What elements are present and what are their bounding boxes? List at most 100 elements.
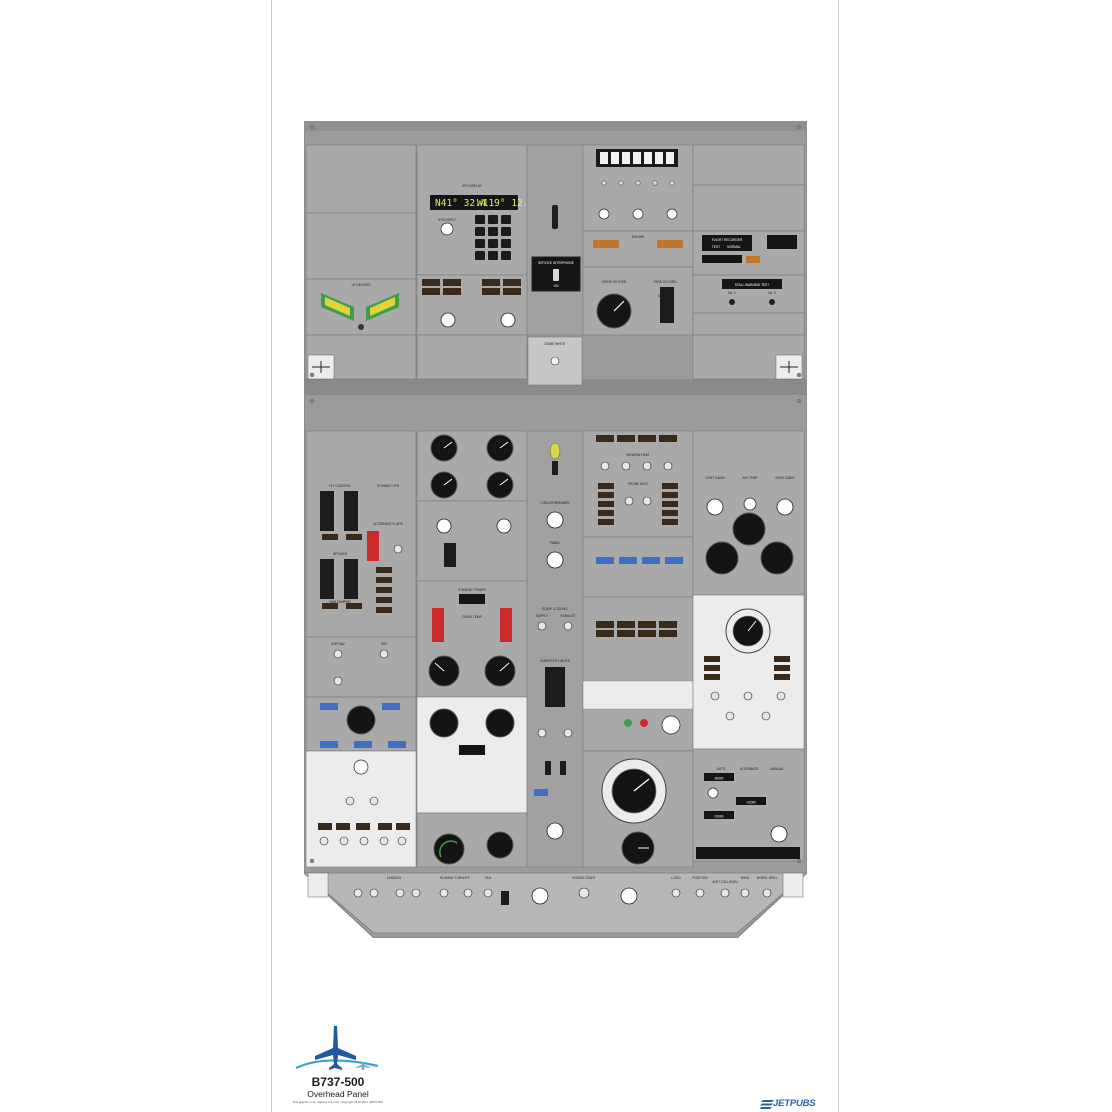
- wiper-selector[interactable]: [546, 822, 564, 840]
- dc-meter-selector[interactable]: [436, 518, 452, 534]
- bleed-switch[interactable]: [743, 691, 753, 701]
- irs-keypad-key[interactable]: [501, 215, 511, 224]
- test-selector-knob[interactable]: [666, 208, 678, 220]
- light-switch[interactable]: [720, 888, 730, 898]
- irs-keypad-key[interactable]: [488, 251, 498, 260]
- light-switch[interactable]: [740, 888, 750, 898]
- vhf-nav-switch[interactable]: [333, 649, 343, 659]
- irs-keypad-key[interactable]: [488, 239, 498, 248]
- light-switch[interactable]: [463, 888, 473, 898]
- window-heat-switch[interactable]: [642, 461, 652, 471]
- blank-module: [305, 212, 417, 280]
- circuit-breaker-dimmer[interactable]: [546, 511, 564, 529]
- sys-dsply-knob[interactable]: [440, 222, 454, 236]
- le-test-knob[interactable]: [358, 324, 364, 330]
- grd-call-button[interactable]: [560, 761, 566, 775]
- standby-power-switch[interactable]: [459, 594, 485, 604]
- apu-switch[interactable]: [501, 891, 509, 905]
- irs-keypad-key[interactable]: [475, 239, 485, 248]
- test-selector-knob[interactable]: [598, 208, 610, 220]
- pressurization-mode-selector[interactable]: [770, 825, 788, 843]
- window-heat-switch[interactable]: [621, 461, 631, 471]
- light-switch[interactable]: [369, 888, 379, 898]
- fuel-pump-switch[interactable]: [369, 796, 379, 806]
- light-switch[interactable]: [762, 888, 772, 898]
- rain-repellent-switch[interactable]: [552, 461, 558, 475]
- ignition-select-switch[interactable]: [578, 887, 590, 899]
- stall-warning-no1-button[interactable]: [729, 299, 735, 305]
- window-heat-switch[interactable]: [600, 461, 610, 471]
- air-temp-selector[interactable]: [743, 497, 757, 511]
- ac-meter-selector[interactable]: [496, 518, 512, 534]
- service-toggle[interactable]: [552, 205, 558, 229]
- light-switch[interactable]: [671, 888, 681, 898]
- window-heat-switch[interactable]: [663, 461, 673, 471]
- service-interphone-switch[interactable]: [553, 269, 559, 281]
- flight-recorder-switch[interactable]: [702, 255, 742, 263]
- irs-keypad-key[interactable]: [475, 251, 485, 260]
- irs-keypad[interactable]: [475, 215, 511, 260]
- pass-oxygen-switch[interactable]: [660, 287, 674, 323]
- alternate-flaps-switch[interactable]: [393, 544, 403, 554]
- flt-control-b-switch[interactable]: [344, 491, 358, 531]
- irs-right-mode-selector[interactable]: [500, 312, 516, 328]
- test-selector-knob[interactable]: [632, 208, 644, 220]
- light-switch[interactable]: [695, 888, 705, 898]
- flt-control-a-switch[interactable]: [320, 491, 334, 531]
- fuel-pump-switch[interactable]: [345, 796, 355, 806]
- engine-start-2-selector[interactable]: [620, 887, 638, 905]
- bleed-switch[interactable]: [725, 711, 735, 721]
- irs-keypad-key[interactable]: [475, 215, 485, 224]
- light-switch[interactable]: [483, 888, 493, 898]
- spoiler-a-switch[interactable]: [320, 559, 334, 599]
- irs-keypad-key[interactable]: [501, 251, 511, 260]
- probe-heat-b-switch[interactable]: [642, 496, 652, 506]
- battery-switch[interactable]: [444, 543, 456, 567]
- fuel-pump-switch[interactable]: [379, 836, 389, 846]
- pass-cabin-selector[interactable]: [776, 498, 794, 516]
- panel-light-dimmer[interactable]: [546, 551, 564, 569]
- irs-left-mode-selector[interactable]: [440, 312, 456, 328]
- fasten-belts-switch[interactable]: [563, 728, 573, 738]
- stall-no2-label: No. 2: [768, 291, 776, 295]
- generator-drive-1-guard[interactable]: [432, 608, 444, 642]
- crossfeed-selector[interactable]: [353, 759, 369, 775]
- attend-button[interactable]: [545, 761, 551, 775]
- cont-cabin-selector[interactable]: [706, 498, 724, 516]
- irs-keypad-key[interactable]: [475, 227, 485, 236]
- equip-exhaust-switch[interactable]: [563, 621, 573, 631]
- alternate-flaps-guard[interactable]: [367, 531, 379, 561]
- spoiler-b-switch[interactable]: [344, 559, 358, 599]
- stall-warning-no2-button[interactable]: [769, 299, 775, 305]
- fuel-pump-switch[interactable]: [339, 836, 349, 846]
- bleed-switch[interactable]: [710, 691, 720, 701]
- irs-transfer-switch[interactable]: [379, 649, 389, 659]
- light-switch[interactable]: [395, 888, 405, 898]
- fuel-pump-switch[interactable]: [319, 836, 329, 846]
- taxi-label: TAXI: [485, 876, 492, 880]
- fuel-pump-switch[interactable]: [359, 836, 369, 846]
- dome-white-switch[interactable]: [550, 356, 560, 366]
- bleed-switch[interactable]: [776, 691, 786, 701]
- fuel-pump-switch[interactable]: [397, 836, 407, 846]
- emer-exit-lights-switch[interactable]: [545, 667, 565, 707]
- bleed-switch[interactable]: [761, 711, 771, 721]
- irs-keypad-key[interactable]: [501, 239, 511, 248]
- bus-transfer-switch[interactable]: [459, 745, 485, 755]
- light-switch[interactable]: [411, 888, 421, 898]
- probe-heat-annunciator: [662, 501, 678, 507]
- generator-drive-2-guard[interactable]: [500, 608, 512, 642]
- engine-start-1-selector[interactable]: [531, 887, 549, 905]
- irs-keypad-key[interactable]: [488, 215, 498, 224]
- light-switch[interactable]: [439, 888, 449, 898]
- no-smoking-switch[interactable]: [537, 728, 547, 738]
- displays-source-switch[interactable]: [333, 676, 343, 686]
- mach-airspeed-test[interactable]: [767, 235, 797, 249]
- irs-keypad-key[interactable]: [501, 227, 511, 236]
- equip-supply-switch[interactable]: [537, 621, 547, 631]
- flt-alt-knob[interactable]: [707, 787, 719, 799]
- light-switch[interactable]: [353, 888, 363, 898]
- irs-keypad-key[interactable]: [488, 227, 498, 236]
- blank-module: [526, 144, 584, 336]
- probe-heat-a-switch[interactable]: [624, 496, 634, 506]
